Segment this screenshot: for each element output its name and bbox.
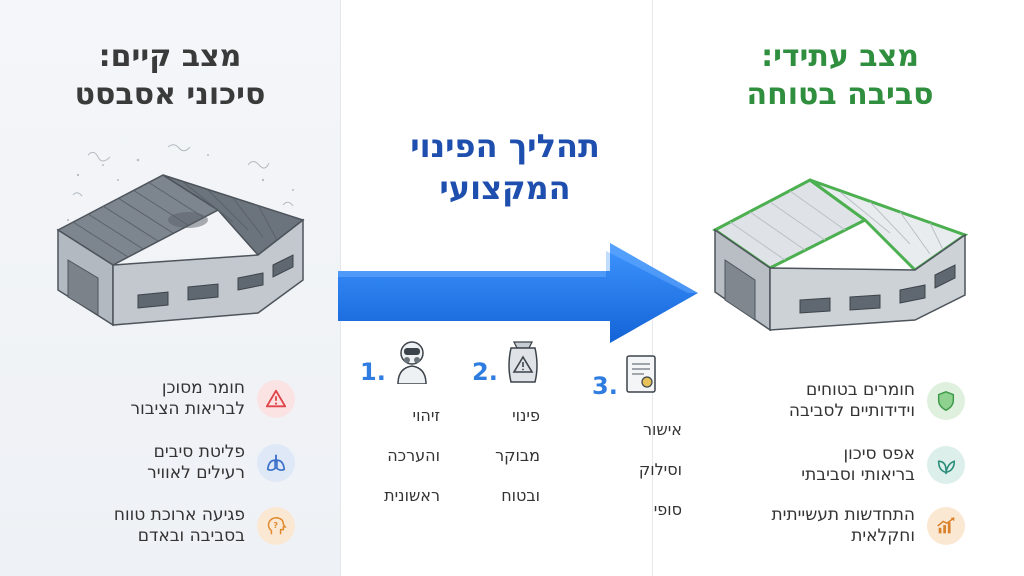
step-2-label-line1: פינוי	[512, 406, 540, 425]
benefit-item-line1: התחדשות תעשייתית	[771, 505, 915, 525]
benefit-item-line2: וידידותיים לסביבה	[788, 401, 915, 421]
step-2-number: 2.	[472, 358, 498, 386]
step-2-label-line2: מבוקר	[495, 446, 540, 465]
benefit-item-line2: וחקלאית	[851, 526, 915, 546]
risk-item-line1: חומר מסוכן	[161, 378, 245, 398]
process-title-line1: תהליך הפינוי	[410, 127, 600, 165]
step-3-label-line2: וסילוק	[638, 460, 682, 479]
process-step-3: 3. אישור וסילוק סופי	[592, 352, 702, 519]
risk-item-line1: פגיעה ארוכת טווח	[113, 505, 245, 525]
benefit-item: חומרים בטוחים וידידותיים לסביבה	[745, 380, 965, 422]
future-state-title-line2: סביבה בטוחה	[746, 77, 934, 112]
hazard-bag-icon	[508, 341, 538, 383]
step-1-label-line3: ראשונית	[384, 486, 440, 505]
svg-text:?: ?	[273, 520, 278, 530]
lungs-icon	[257, 444, 295, 482]
shield-icon	[927, 382, 965, 420]
process-title-line2: המקצועי	[439, 169, 571, 207]
process-step-1: 1. זיהוי והערכה ראשונית	[360, 338, 470, 505]
future-state-title: מצב עתידי: סביבה בטוחה	[680, 38, 1000, 114]
process-title: תהליך הפינוי המקצועי	[370, 125, 640, 209]
benefit-item-text: התחדשות תעשייתית וחקלאית	[771, 505, 915, 547]
step-1-label-line2: והערכה	[387, 446, 440, 465]
warning-icon	[257, 380, 295, 418]
step-3-label: אישור וסילוק סופי	[602, 400, 682, 540]
benefit-item-line2: בריאותי וסביבתי	[801, 465, 915, 485]
risk-item-line2: בסביבה ובאדם	[137, 526, 245, 546]
benefit-item-text: חומרים בטוחים וידידותיים לסביבה	[789, 380, 915, 422]
hazmat-worker-icon	[397, 341, 427, 384]
step-3-label-line3: סופי	[653, 500, 682, 519]
step-2-label: פינוי מבוקר ובטוח	[470, 386, 540, 526]
benefit-item-text: אפס סיכון בריאותי וסביבתי	[801, 444, 915, 486]
risk-item-line2: רעילים לאוויר	[147, 463, 245, 483]
current-state-title: מצב קיים: סיכוני אסבסט	[20, 38, 320, 114]
risk-item: פליטת סיבים רעילים לאוויר	[95, 442, 295, 484]
risk-item-line2: לבריאות הציבור	[130, 399, 245, 419]
step-1-number: 1.	[360, 358, 386, 386]
safe-building-illustration	[712, 178, 969, 332]
risk-item-text: פגיעה ארוכת טווח בסביבה ובאדם	[114, 505, 245, 547]
step-2-label-line3: ובטוח	[501, 486, 540, 505]
current-state-title-line2: סיכוני אסבסט	[74, 77, 266, 112]
certificate-icon	[626, 355, 656, 393]
growth-chart-icon	[927, 507, 965, 545]
step-3-number: 3.	[592, 372, 618, 400]
current-state-title-line1: מצב קיים:	[98, 39, 242, 74]
step-1-label-line1: זיהוי	[412, 406, 440, 425]
step-3-label-line1: אישור	[643, 420, 682, 439]
benefit-item-line1: אפס סיכון	[843, 444, 915, 464]
benefit-item: אפס סיכון בריאותי וסביבתי	[745, 444, 965, 486]
risk-item-text: חומר מסוכן לבריאות הציבור	[130, 378, 245, 420]
asbestos-building-illustration	[56, 144, 305, 327]
risk-item-line1: פליטת סיבים	[153, 442, 245, 462]
risk-item: חומר מסוכן לבריאות הציבור	[95, 378, 295, 420]
risk-item-text: פליטת סיבים רעילים לאוויר	[147, 442, 245, 484]
step-1-label: זיהוי והערכה ראשונית	[360, 386, 440, 526]
benefit-item: התחדשות תעשייתית וחקלאית	[745, 505, 965, 547]
leaf-icon	[927, 446, 965, 484]
head-question-icon: ?	[257, 507, 295, 545]
risk-item: פגיעה ארוכת טווח בסביבה ובאדם ?	[95, 505, 295, 547]
process-arrow	[338, 243, 698, 343]
benefit-item-line1: חומרים בטוחים	[805, 380, 915, 400]
future-state-title-line1: מצב עתידי:	[761, 39, 919, 74]
process-step-2: 2. פינוי מבוקר ובטוח	[472, 338, 582, 505]
